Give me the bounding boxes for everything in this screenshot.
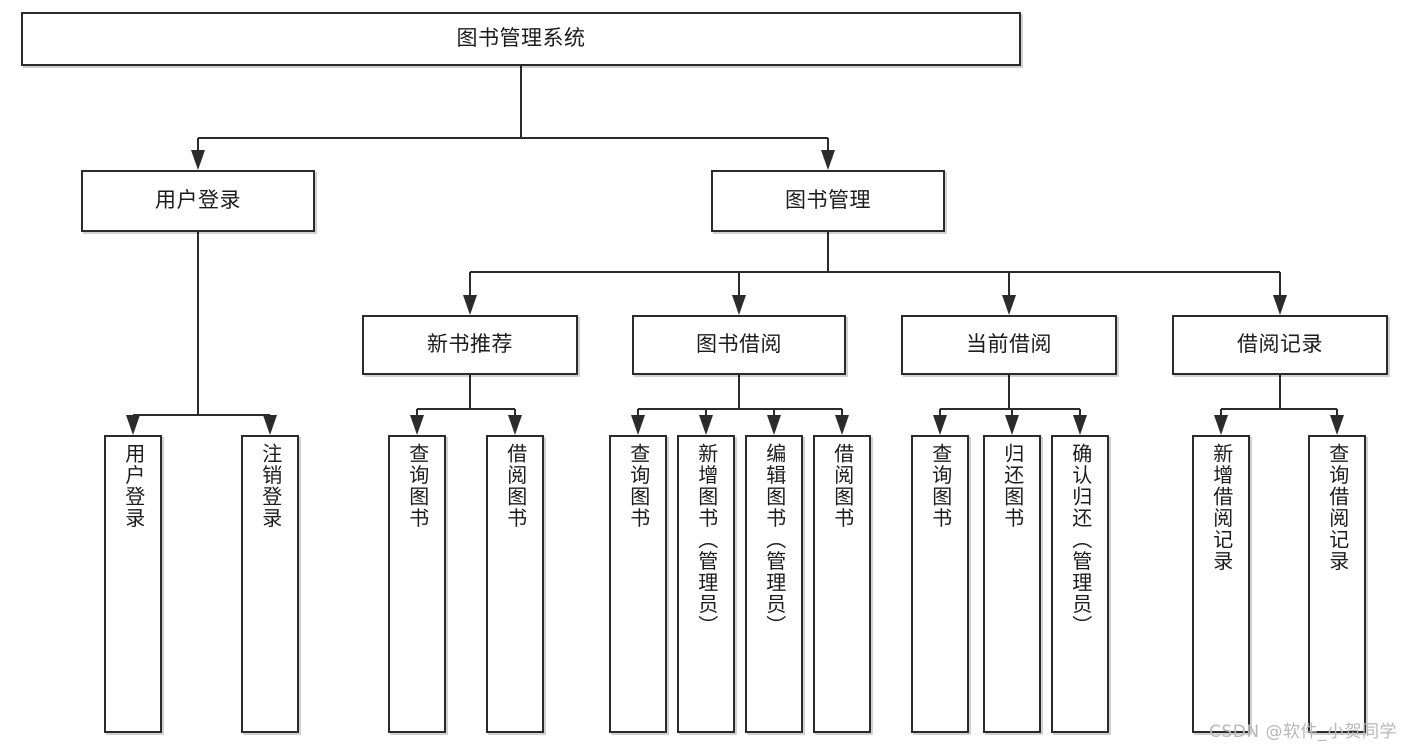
node-label: 新增图书（管理员） <box>694 443 719 637</box>
node-label: 借阅图书 <box>830 443 855 529</box>
node-label: 图书管理 <box>785 188 871 213</box>
node-user-login[interactable]: 用户登录 <box>81 170 315 232</box>
node-label: 新书推荐 <box>427 332 513 357</box>
node-label: 图书管理系统 <box>456 26 586 51</box>
node-label: 用户登录 <box>121 443 146 529</box>
node-label: 借阅记录 <box>1237 332 1323 357</box>
leaf-borrow-borrow-book[interactable]: 借阅图书 <box>813 435 871 733</box>
node-label: 当前借阅 <box>966 332 1052 357</box>
node-new-book-recommend[interactable]: 新书推荐 <box>362 315 578 375</box>
leaf-borrow-add-book-admin[interactable]: 新增图书（管理员） <box>677 435 735 733</box>
node-label: 确认归还（管理员） <box>1068 443 1093 637</box>
leaf-current-return-book[interactable]: 归还图书 <box>983 435 1041 733</box>
node-label: 新增借阅记录 <box>1209 443 1234 572</box>
node-label: 查询图书 <box>928 443 953 529</box>
leaf-current-query-book[interactable]: 查询图书 <box>911 435 969 733</box>
leaf-current-confirm-return-admin[interactable]: 确认归还（管理员） <box>1051 435 1109 733</box>
node-label: 查询借阅记录 <box>1325 443 1350 572</box>
node-label: 归还图书 <box>1000 443 1025 529</box>
leaf-borrow-edit-book-admin[interactable]: 编辑图书（管理员） <box>745 435 803 733</box>
node-book-borrow[interactable]: 图书借阅 <box>632 315 846 375</box>
node-label: 编辑图书（管理员） <box>762 443 787 637</box>
leaf-record-add-borrow-record[interactable]: 新增借阅记录 <box>1192 435 1250 733</box>
leaf-recommend-query-book[interactable]: 查询图书 <box>388 435 446 733</box>
leaf-recommend-borrow-book[interactable]: 借阅图书 <box>486 435 544 733</box>
node-book-management[interactable]: 图书管理 <box>711 170 945 232</box>
node-label: 注销登录 <box>258 443 283 529</box>
node-label: 图书借阅 <box>696 332 782 357</box>
leaf-record-query-borrow-record[interactable]: 查询借阅记录 <box>1308 435 1366 733</box>
node-root-system[interactable]: 图书管理系统 <box>21 12 1021 66</box>
leaf-user-login[interactable]: 用户登录 <box>104 435 162 733</box>
node-label: 查询图书 <box>626 443 651 529</box>
leaf-user-logout[interactable]: 注销登录 <box>241 435 299 733</box>
node-label: 用户登录 <box>155 188 241 213</box>
leaf-borrow-query-book[interactable]: 查询图书 <box>609 435 667 733</box>
node-borrow-record[interactable]: 借阅记录 <box>1172 315 1388 375</box>
node-current-borrow[interactable]: 当前借阅 <box>901 315 1117 375</box>
node-label: 查询图书 <box>405 443 430 529</box>
node-label: 借阅图书 <box>503 443 528 529</box>
